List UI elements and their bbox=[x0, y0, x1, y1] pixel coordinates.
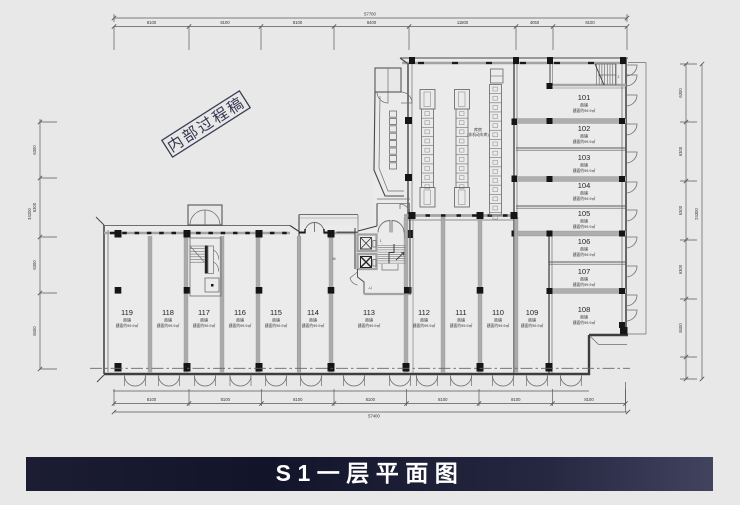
svg-text:建面约99.9㎡: 建面约99.9㎡ bbox=[450, 323, 473, 328]
svg-text:商铺: 商铺 bbox=[580, 102, 588, 108]
svg-text:8400: 8400 bbox=[367, 20, 377, 25]
svg-text:110: 110 bbox=[492, 308, 504, 317]
svg-text:6300: 6300 bbox=[678, 264, 683, 274]
svg-text:118: 118 bbox=[162, 308, 174, 317]
svg-text:108: 108 bbox=[578, 305, 591, 314]
svg-text:建面约99.9㎡: 建面约99.9㎡ bbox=[265, 323, 288, 328]
svg-text:6300: 6300 bbox=[32, 260, 37, 270]
svg-text:8100: 8100 bbox=[220, 20, 230, 25]
svg-text:建面约99.9㎡: 建面约99.9㎡ bbox=[116, 323, 139, 328]
svg-text:上: 上 bbox=[367, 286, 372, 290]
svg-text:103: 103 bbox=[578, 153, 591, 162]
svg-text:4050: 4050 bbox=[530, 20, 540, 25]
svg-text:113: 113 bbox=[363, 308, 375, 317]
svg-text:8100: 8100 bbox=[585, 20, 595, 25]
svg-text:1: 1 bbox=[380, 239, 382, 243]
svg-text:商铺: 商铺 bbox=[420, 317, 428, 323]
svg-text:建面约99.9㎡: 建面约99.9㎡ bbox=[487, 323, 510, 328]
svg-text:8100: 8100 bbox=[293, 20, 303, 25]
svg-text:8100: 8100 bbox=[511, 397, 521, 402]
svg-text:102: 102 bbox=[578, 124, 591, 133]
svg-text:商铺: 商铺 bbox=[457, 317, 465, 323]
svg-text:8100: 8100 bbox=[293, 397, 303, 402]
svg-text:建面约99.9㎡: 建面约99.9㎡ bbox=[193, 323, 216, 328]
svg-text:商铺: 商铺 bbox=[164, 317, 172, 323]
svg-text:6300: 6300 bbox=[32, 145, 37, 155]
svg-text:115: 115 bbox=[270, 308, 282, 317]
svg-text:建面约99.9㎡: 建面约99.9㎡ bbox=[573, 224, 596, 229]
svg-text:2: 2 bbox=[618, 75, 620, 79]
svg-text:116: 116 bbox=[234, 308, 246, 317]
svg-text:6300: 6300 bbox=[678, 205, 683, 215]
svg-text:6300: 6300 bbox=[32, 202, 37, 212]
svg-text:建面约99.9㎡: 建面约99.9㎡ bbox=[573, 108, 596, 113]
svg-text:建面约99.9㎡: 建面约99.9㎡ bbox=[573, 282, 596, 287]
svg-text:8400: 8400 bbox=[678, 323, 683, 333]
svg-text:11800: 11800 bbox=[457, 20, 469, 25]
svg-text:商铺: 商铺 bbox=[365, 317, 373, 323]
svg-text:(非机动车库): (非机动车库) bbox=[467, 132, 489, 137]
svg-text:117: 117 bbox=[198, 308, 210, 317]
svg-text:8100: 8100 bbox=[584, 397, 594, 402]
svg-text:111: 111 bbox=[455, 308, 466, 317]
svg-text:库房: 库房 bbox=[474, 126, 482, 132]
svg-text:商铺: 商铺 bbox=[580, 314, 588, 320]
svg-text:商铺: 商铺 bbox=[272, 317, 280, 323]
svg-text:商铺: 商铺 bbox=[580, 218, 588, 224]
svg-text:M: M bbox=[333, 257, 336, 261]
svg-text:107: 107 bbox=[578, 267, 591, 276]
svg-text:8100: 8100 bbox=[221, 397, 231, 402]
svg-text:6300: 6300 bbox=[678, 146, 683, 156]
svg-text:8100: 8100 bbox=[147, 20, 157, 25]
svg-text:商铺: 商铺 bbox=[309, 317, 317, 323]
svg-text:119: 119 bbox=[121, 308, 133, 317]
svg-text:商铺: 商铺 bbox=[580, 190, 588, 196]
svg-text:商铺: 商铺 bbox=[580, 246, 588, 252]
svg-text:24300: 24300 bbox=[694, 208, 699, 220]
svg-text:34200: 34200 bbox=[27, 208, 32, 220]
svg-text:商铺: 商铺 bbox=[200, 317, 208, 323]
svg-text:商铺: 商铺 bbox=[494, 317, 502, 323]
svg-text:建面约99.9㎡: 建面约99.9㎡ bbox=[157, 323, 180, 328]
svg-text:8400: 8400 bbox=[32, 326, 37, 336]
svg-text:112: 112 bbox=[418, 308, 430, 317]
svg-text:商铺: 商铺 bbox=[528, 317, 536, 323]
svg-text:114: 114 bbox=[307, 308, 319, 317]
svg-text:S1一层平面图: S1一层平面图 bbox=[276, 460, 465, 486]
svg-text:建面约99.9㎡: 建面约99.9㎡ bbox=[521, 323, 544, 328]
svg-text:109: 109 bbox=[526, 308, 539, 317]
svg-text:商铺: 商铺 bbox=[580, 162, 588, 168]
svg-text:8100: 8100 bbox=[438, 397, 448, 402]
svg-text:建面约99.9㎡: 建面约99.9㎡ bbox=[573, 320, 596, 325]
svg-text:57400: 57400 bbox=[368, 414, 380, 419]
svg-text:105: 105 bbox=[578, 209, 591, 218]
svg-text:8100: 8100 bbox=[366, 397, 376, 402]
svg-text:商铺: 商铺 bbox=[580, 133, 588, 139]
svg-text:商铺: 商铺 bbox=[123, 317, 131, 323]
svg-text:104: 104 bbox=[578, 181, 591, 190]
svg-text:建面约99.9㎡: 建面约99.9㎡ bbox=[413, 323, 436, 328]
svg-text:建面约99.9㎡: 建面约99.9㎡ bbox=[229, 323, 252, 328]
svg-text:106: 106 bbox=[578, 237, 591, 246]
svg-text:8100: 8100 bbox=[147, 397, 157, 402]
svg-text:建面约99.9㎡: 建面约99.9㎡ bbox=[573, 168, 596, 173]
svg-text:建面约99.9㎡: 建面约99.9㎡ bbox=[573, 139, 596, 144]
svg-text:建面约99.9㎡: 建面约99.9㎡ bbox=[358, 323, 381, 328]
svg-text:6300: 6300 bbox=[678, 88, 683, 98]
svg-text:建面约99.9㎡: 建面约99.9㎡ bbox=[573, 252, 596, 257]
svg-text:建面约99.9㎡: 建面约99.9㎡ bbox=[302, 323, 325, 328]
svg-text:57700: 57700 bbox=[364, 12, 376, 17]
svg-text:商铺: 商铺 bbox=[236, 317, 244, 323]
svg-text:建面约99.9㎡: 建面约99.9㎡ bbox=[573, 196, 596, 201]
svg-text:商铺: 商铺 bbox=[580, 276, 588, 282]
svg-text:101: 101 bbox=[578, 93, 591, 102]
